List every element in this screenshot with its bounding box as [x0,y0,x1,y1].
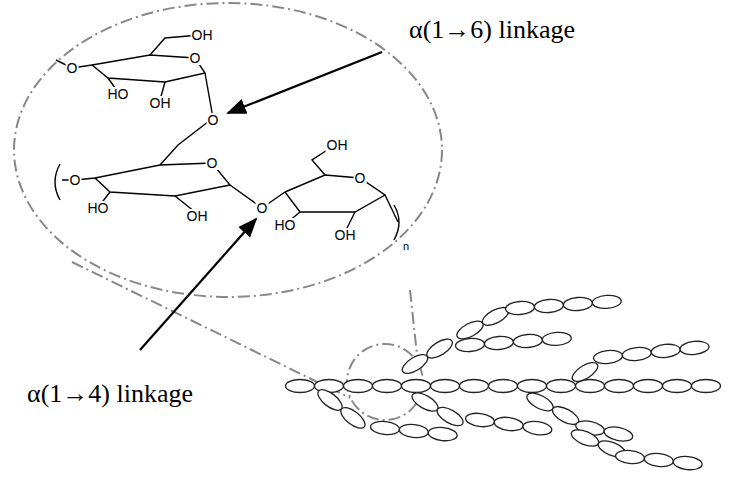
glucose-unit [605,380,634,393]
atom-label: O [206,156,219,170]
atom-label: OH [149,96,172,110]
glucose-unit [505,301,535,316]
atom-label: O [69,173,82,187]
glucose-unit [399,351,430,377]
glucose-unit [337,404,368,432]
glucose-unit [569,427,601,450]
glucose-unit [402,380,431,393]
glucose-unit [370,420,400,436]
glucose-unit [622,346,652,362]
atom-label: HO [107,87,130,101]
atom-label: OH [326,138,349,152]
linkage-label: α(1→4) linkage [27,381,193,407]
glucose-unit [431,380,460,393]
glucose-unit [534,299,564,314]
glucose-chain [286,294,721,471]
glucose-unit [644,452,674,468]
glucose-unit [569,359,600,385]
glucose-unit [673,455,703,471]
glucose-unit [454,317,486,342]
glucose-unit [615,449,645,465]
glucose-unit [399,423,429,439]
linkage-label: α(1→6) linkage [409,17,575,43]
atom-label: OH [186,209,209,223]
glucose-unit [434,404,466,430]
glucose-unit [563,297,593,312]
glucose-unit [651,343,681,359]
glucose-unit [286,380,315,393]
glucose-unit [493,416,524,433]
atom-label: OH [191,28,214,42]
repeat-subscript: n [403,241,409,252]
glucose-unit [424,335,455,361]
atom-label: OH [334,228,357,242]
atom-label: O [354,171,367,185]
atom-label: O [256,201,269,215]
glucose-unit [663,380,692,393]
glucose-unit [592,294,622,309]
glucose-unit [428,426,458,442]
atom-label: HO [274,218,297,232]
glucose-unit [484,336,514,351]
glucose-unit [522,420,553,437]
glucose-unit [489,380,518,393]
glucose-unit [692,380,721,393]
atom-label: HO [87,201,110,215]
atom-label: O [207,113,220,127]
glucose-unit [409,389,441,415]
glucose-unit [373,380,402,393]
glucose-unit [518,380,547,393]
glucose-unit [524,389,556,414]
bond-lines [55,35,399,240]
glucose-unit [513,334,543,349]
glucose-unit [465,412,496,429]
glucose-unit [634,380,663,393]
callout-arrows [140,52,382,350]
glucose-unit [593,349,623,365]
glucose-unit [547,380,576,393]
atom-label: O [66,61,79,75]
zoom-outline [14,3,442,420]
glucose-unit [542,331,572,346]
glucose-unit [679,340,709,356]
atom-label: O [189,51,202,65]
glucose-unit [455,338,485,353]
glucose-unit [344,380,373,393]
glucose-unit [460,380,489,393]
